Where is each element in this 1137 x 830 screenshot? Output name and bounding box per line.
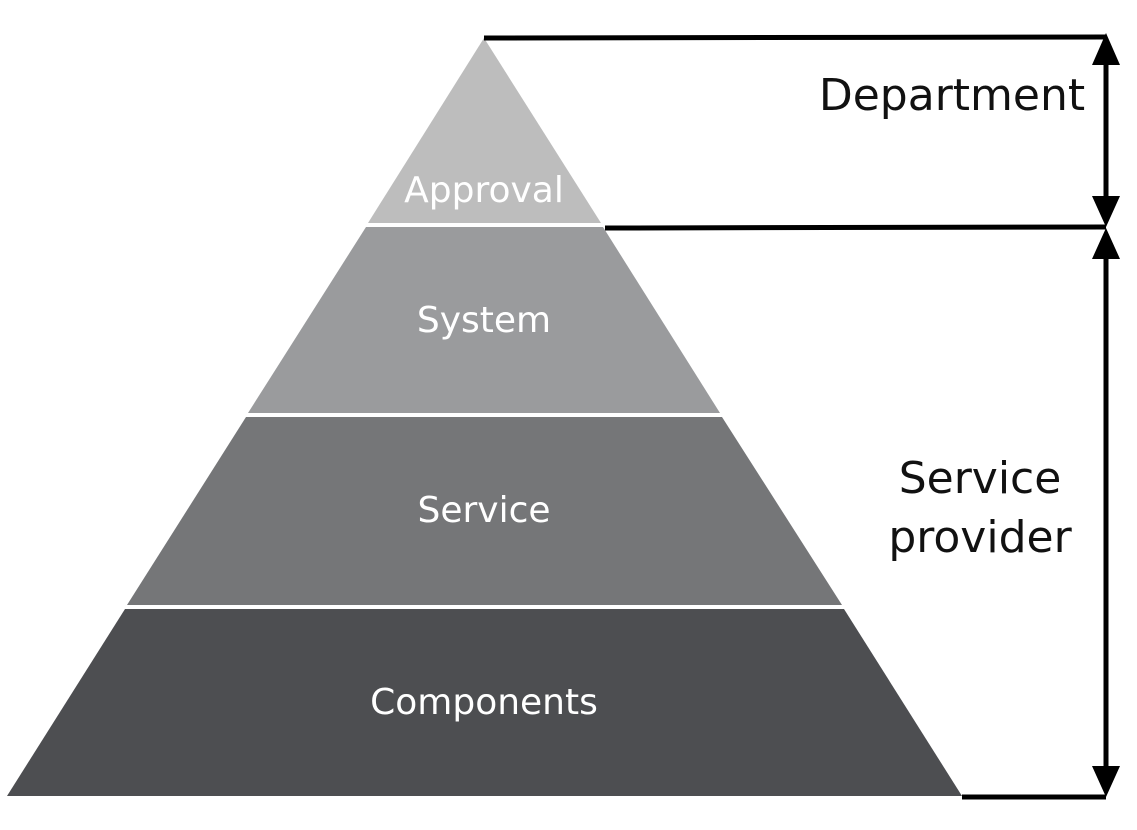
tier-approval bbox=[368, 38, 601, 223]
department-arrow-down-icon bbox=[1092, 196, 1120, 227]
tier-label-components: Components bbox=[370, 682, 598, 723]
service-provider-label-line2: provider bbox=[888, 512, 1072, 563]
tier-service bbox=[127, 417, 842, 605]
tier-label-service: Service bbox=[417, 490, 550, 531]
brackets bbox=[483, 34, 1109, 800]
tier-label-system: System bbox=[417, 300, 551, 341]
department-arrow-up-icon bbox=[1092, 33, 1120, 65]
tier-components bbox=[7, 609, 962, 796]
pyramid: Approval System Service Components bbox=[7, 38, 962, 796]
service-provider-arrow-down-icon bbox=[1092, 766, 1120, 797]
tier-system bbox=[248, 227, 720, 413]
top-boundary-line bbox=[483, 34, 1107, 41]
service-provider-arrow-up-icon bbox=[1092, 228, 1120, 259]
arrow-heads bbox=[1092, 33, 1120, 797]
tier-label-approval: Approval bbox=[404, 170, 564, 211]
department-label: Department bbox=[819, 70, 1085, 121]
service-provider-label-line1: Service bbox=[899, 453, 1062, 504]
middle-boundary-line bbox=[604, 224, 1107, 231]
